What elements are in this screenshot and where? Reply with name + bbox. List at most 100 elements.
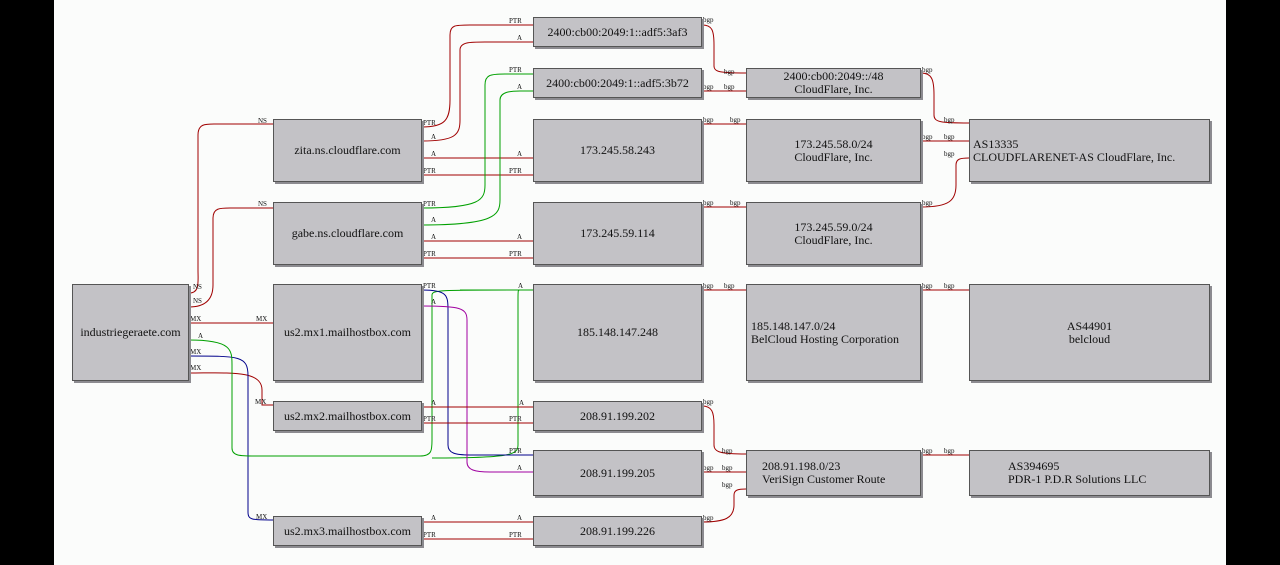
node-prefix-59[interactable]: 173.245.59.0/24 CloudFlare, Inc. <box>746 202 921 265</box>
label-mx: MX <box>190 348 201 356</box>
edge-gabe-a-v6 <box>421 90 533 226</box>
label-ns: NS <box>193 283 202 291</box>
label-mx: MX <box>190 364 201 372</box>
label-a: A <box>431 514 436 522</box>
label-a: A <box>518 282 523 290</box>
edge-mx1-a <box>421 305 533 473</box>
label-bgp: bgp <box>730 116 741 124</box>
label-ptr: PTR <box>509 447 522 455</box>
label-bgp: bgp <box>703 464 714 472</box>
label-ptr: PTR <box>509 66 522 74</box>
edge-gabe-ptr-v6 <box>421 73 533 209</box>
label-a: A <box>431 133 436 141</box>
edge-bgp-226 <box>701 488 747 523</box>
node-ipv6-af3[interactable]: 2400:cb00:2049:1::adf5:3af3 <box>533 17 702 47</box>
node-ip-205[interactable]: 208.91.199.205 <box>533 450 702 496</box>
edge-zita-a-v6 <box>421 41 533 142</box>
label-a: A <box>517 150 522 158</box>
label-bgp: bgp <box>722 481 733 489</box>
label-a: A <box>517 464 522 472</box>
node-mx3[interactable]: us2.mx3.mailhostbox.com <box>273 516 422 546</box>
label-bgp: bgp <box>922 282 933 290</box>
node-mx1[interactable]: us2.mx1.mailhostbox.com <box>273 284 422 381</box>
node-domain[interactable]: industriegeraete.com <box>72 284 189 381</box>
label-mx: MX <box>256 315 267 323</box>
node-prefix-147[interactable]: 185.148.147.0/24 BelCloud Hosting Corpor… <box>746 284 921 381</box>
label-a: A <box>431 150 436 158</box>
edge-mx1-ptr <box>421 289 533 456</box>
label-bgp: bgp <box>724 282 735 290</box>
label-ptr: PTR <box>423 415 436 423</box>
label-bgp: bgp <box>730 199 741 207</box>
label-ptr: PTR <box>509 531 522 539</box>
label-mx: MX <box>256 513 267 521</box>
label-ptr: PTR <box>423 250 436 258</box>
label-bgp: bgp <box>922 133 933 141</box>
label-ns: NS <box>258 117 267 125</box>
label-ptr: PTR <box>423 282 436 290</box>
node-ip-202[interactable]: 208.91.199.202 <box>533 401 702 431</box>
label-bgp: bgp <box>703 83 714 91</box>
label-a: A <box>517 233 522 241</box>
label-bgp: bgp <box>703 398 714 406</box>
edge-mx3 <box>188 355 274 521</box>
label-ptr: PTR <box>509 167 522 175</box>
edge-bgp-as-59 <box>920 157 970 208</box>
label-bgp: bgp <box>944 116 955 124</box>
label-bgp: bgp <box>722 447 733 455</box>
label-ns: NS <box>193 297 202 305</box>
label-ptr: PTR <box>509 17 522 25</box>
label-mx: MX <box>255 398 266 406</box>
node-ns-zita[interactable]: zita.ns.cloudflare.com <box>273 119 422 182</box>
node-prefix-v6[interactable]: 2400:cb00:2049::/48 CloudFlare, Inc. <box>746 68 921 98</box>
label-mx: MX <box>190 315 201 323</box>
node-ip-226[interactable]: 208.91.199.226 <box>533 516 702 546</box>
label-ns: NS <box>258 200 267 208</box>
node-prefix-58[interactable]: 173.245.58.0/24 CloudFlare, Inc. <box>746 119 921 182</box>
label-bgp: bgp <box>724 68 735 76</box>
label-a: A <box>431 233 436 241</box>
label-a: A <box>517 514 522 522</box>
label-bgp: bgp <box>703 116 714 124</box>
node-prefix-198[interactable]: 208.91.198.0/23 VeriSign Customer Route <box>746 450 921 496</box>
label-a: A <box>198 332 203 340</box>
edge-ns-gabe <box>188 207 273 308</box>
label-a: A <box>519 399 524 407</box>
edge-bgp-as-v6 <box>920 72 970 124</box>
label-bgp: bgp <box>703 16 714 24</box>
node-as-44901[interactable]: AS44901 belcloud <box>969 284 1210 381</box>
label-a: A <box>517 34 522 42</box>
label-ptr: PTR <box>423 531 436 539</box>
label-bgp: bgp <box>944 447 955 455</box>
edge-bgp-v6a <box>701 24 747 74</box>
node-ip-147-248[interactable]: 185.148.147.248 <box>533 284 702 381</box>
edge-zita-ptr-v6 <box>421 24 533 128</box>
label-a: A <box>517 83 522 91</box>
node-ipv6-b72[interactable]: 2400:cb00:2049:1::adf5:3b72 <box>533 68 702 98</box>
node-mx2[interactable]: us2.mx2.mailhostbox.com <box>273 401 422 431</box>
node-as-13335[interactable]: AS13335 CLOUDFLARENET-AS CloudFlare, Inc… <box>969 119 1210 182</box>
node-ip-58-243[interactable]: 173.245.58.243 <box>533 119 702 182</box>
label-ptr: PTR <box>423 167 436 175</box>
label-bgp: bgp <box>944 282 955 290</box>
label-a: A <box>431 298 436 306</box>
label-bgp: bgp <box>703 514 714 522</box>
label-bgp: bgp <box>944 133 955 141</box>
label-bgp: bgp <box>922 66 933 74</box>
label-bgp: bgp <box>722 464 733 472</box>
label-ptr: PTR <box>509 250 522 258</box>
edge-bgp-202 <box>701 405 747 455</box>
node-ip-59-114[interactable]: 173.245.59.114 <box>533 202 702 265</box>
label-a: A <box>431 399 436 407</box>
edge-a-green-main <box>188 289 533 457</box>
label-a: A <box>431 216 436 224</box>
label-bgp: bgp <box>703 199 714 207</box>
node-ns-gabe[interactable]: gabe.ns.cloudflare.com <box>273 202 422 265</box>
label-ptr: PTR <box>423 200 436 208</box>
edge-a-green-loop <box>431 289 521 459</box>
label-ptr: PTR <box>509 415 522 423</box>
label-bgp: bgp <box>724 83 735 91</box>
node-as-394695[interactable]: AS394695 PDR-1 P.D.R Solutions LLC <box>969 450 1210 496</box>
label-bgp: bgp <box>922 199 933 207</box>
